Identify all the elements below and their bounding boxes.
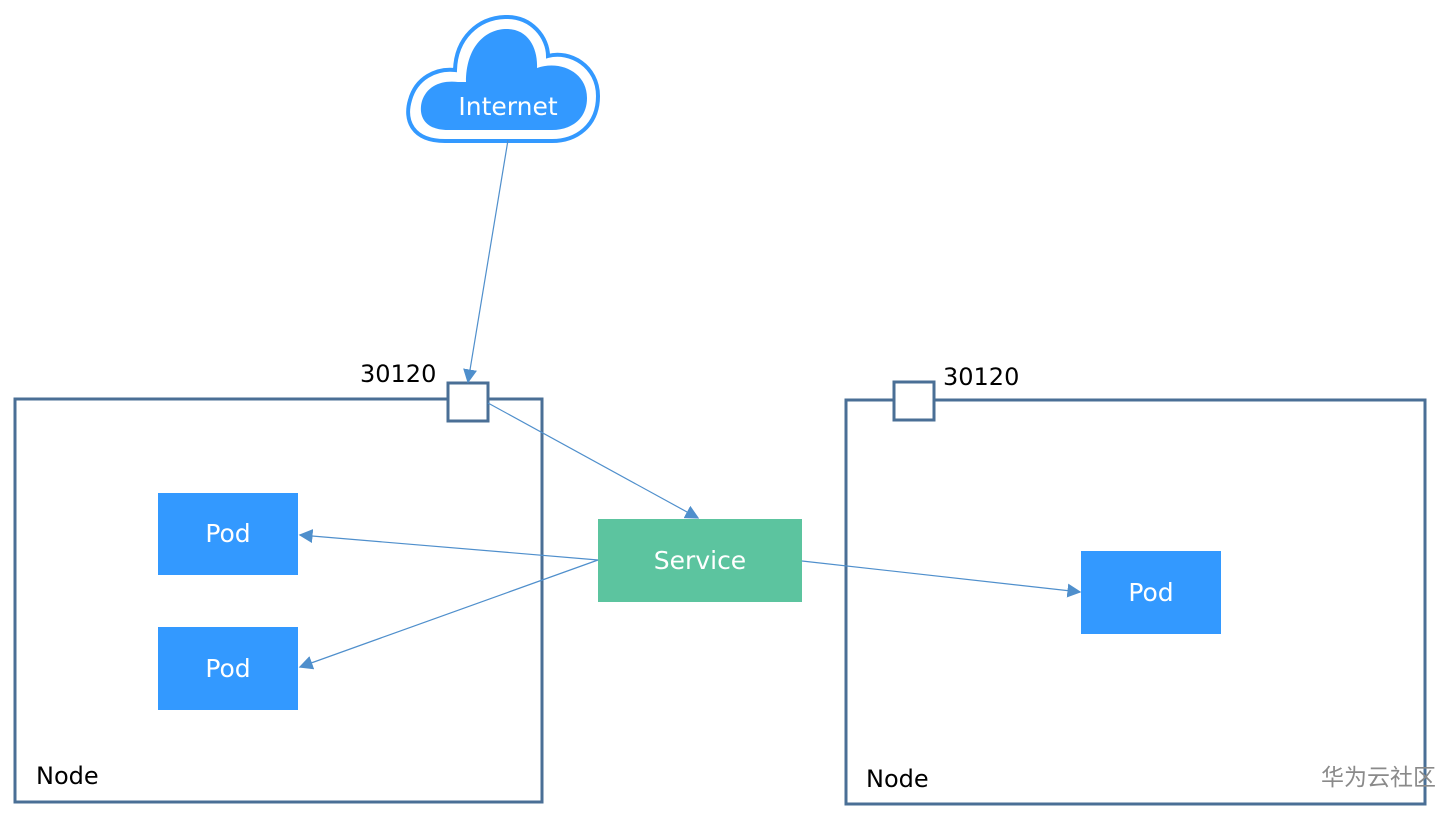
arrow-port-to-service bbox=[487, 402, 700, 519]
arrow-service-to-pod-left-top bbox=[298, 529, 599, 561]
pod-left-bottom-box bbox=[158, 627, 298, 710]
pod-left-top: Pod bbox=[158, 493, 298, 575]
arrow-service-to-pod-left-bottom bbox=[298, 559, 599, 670]
node-left: Node 30120 bbox=[13, 360, 544, 804]
node-left-port-label: 30120 bbox=[360, 360, 436, 388]
internet-label: Internet bbox=[458, 92, 557, 121]
node-right-label: Node bbox=[866, 765, 929, 793]
cloud-inner bbox=[420, 28, 587, 130]
watermark: 华为云社区 bbox=[1321, 765, 1436, 791]
pod-right-label: Pod bbox=[1128, 578, 1173, 607]
pod-right-box bbox=[1081, 551, 1221, 634]
node-left-port bbox=[446, 381, 490, 423]
node-left-label: Node bbox=[36, 762, 99, 790]
service: Service bbox=[598, 519, 802, 602]
arrow-service-to-pod-right bbox=[801, 560, 1082, 598]
service-box bbox=[598, 519, 802, 602]
arrow-internet-to-port bbox=[463, 139, 509, 384]
node-left-box bbox=[13, 397, 544, 804]
node-right-port-label: 30120 bbox=[943, 363, 1019, 391]
pod-right: Pod bbox=[1081, 551, 1221, 634]
service-label: Service bbox=[654, 546, 746, 575]
pod-left-top-label: Pod bbox=[205, 519, 250, 548]
pod-left-bottom: Pod bbox=[158, 627, 298, 710]
pod-left-top-box bbox=[158, 493, 298, 575]
pod-left-bottom-label: Pod bbox=[205, 654, 250, 683]
node-right-port bbox=[892, 380, 936, 422]
internet-cloud: Internet bbox=[406, 14, 601, 143]
